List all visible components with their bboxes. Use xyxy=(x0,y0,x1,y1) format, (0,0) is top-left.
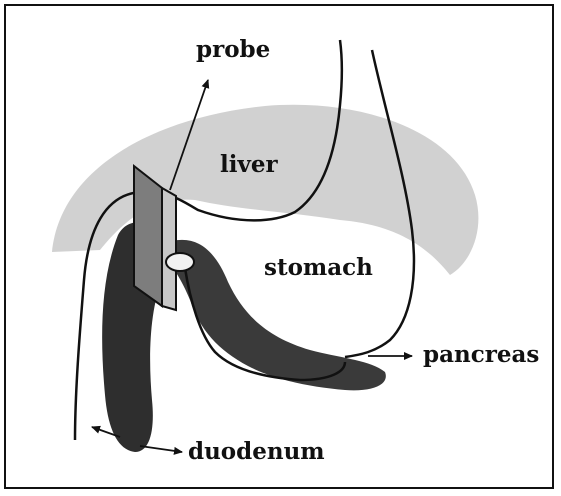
pancreas-label: pancreas xyxy=(423,341,539,368)
probe-tip xyxy=(166,253,194,271)
stomach-label: stomach xyxy=(264,254,373,281)
probe-front-face xyxy=(134,166,162,306)
duodenum-label: duodenum xyxy=(188,438,325,465)
probe-label: probe xyxy=(196,36,270,63)
probe-side-face xyxy=(162,188,176,310)
duodenum-arrow-right xyxy=(140,446,182,452)
liver-label: liver xyxy=(220,151,278,178)
